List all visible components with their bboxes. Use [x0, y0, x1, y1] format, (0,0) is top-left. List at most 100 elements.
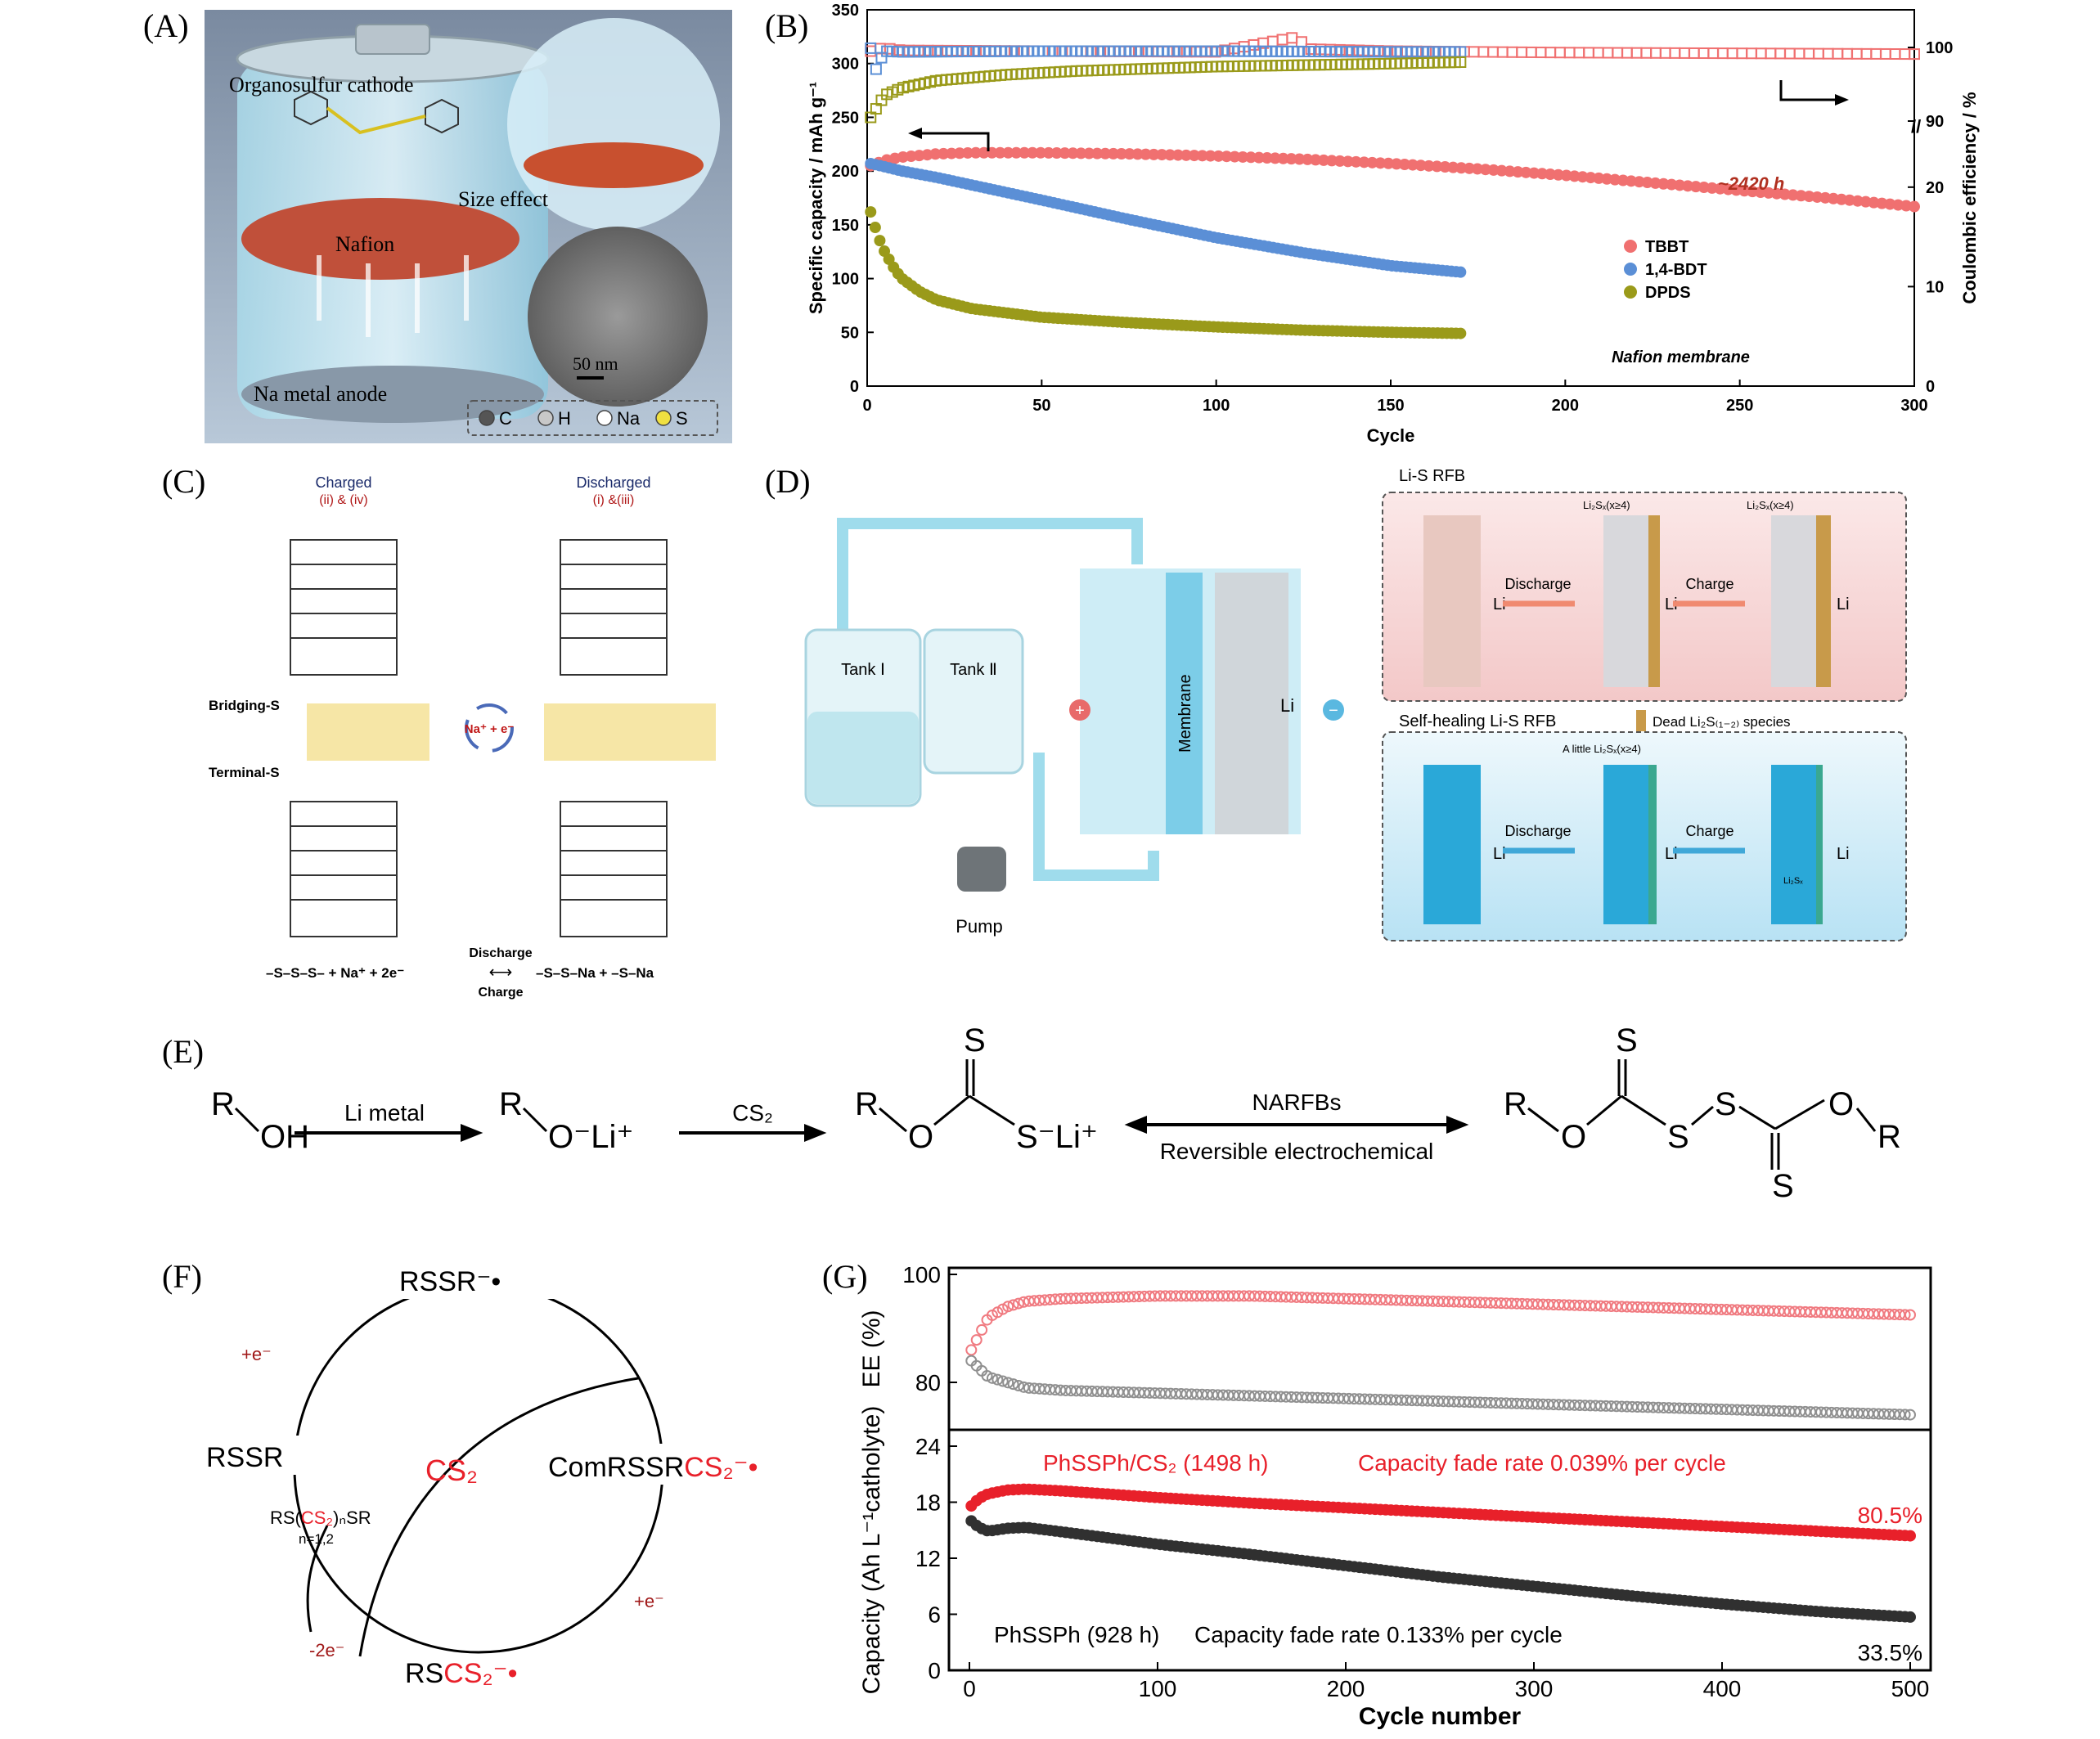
chart-g-ee-point — [1007, 1378, 1019, 1391]
e-reversible: Reversible electrochemical — [1160, 1139, 1434, 1164]
chart-g-ee-point — [965, 1344, 978, 1356]
chart-b-legend-marker — [1624, 285, 1637, 299]
chart-b-ce-point — [1545, 47, 1557, 59]
chart-b-ce-point — [1621, 47, 1633, 59]
e-arrows — [295, 1116, 1469, 1142]
chart-b-ce-point — [1688, 47, 1700, 59]
chart-b-capacity-arrow — [916, 132, 990, 151]
chart-b-point — [1464, 162, 1476, 174]
size-effect-label: Size effect — [458, 187, 549, 211]
chart-b-point — [1229, 151, 1241, 163]
chart-b-series-1 — [865, 157, 1467, 278]
atom-h-label: H — [558, 408, 571, 429]
chart-b-ce-point — [1525, 46, 1537, 58]
reaction-discharge-label: Discharge — [469, 946, 532, 960]
panel-letter-c: (C) — [162, 463, 206, 500]
chart-b-point — [1002, 146, 1014, 159]
self-healing-title: Self-healing Li-S RFB — [1399, 712, 1556, 730]
chart-b-series-4 — [865, 42, 1467, 75]
chart-b-xtick-label: 0 — [862, 397, 871, 415]
panel-letter-g: (G) — [822, 1258, 868, 1295]
chart-g-ylabel-top: EE (%) — [858, 1310, 885, 1387]
chart-b-point — [1350, 155, 1362, 168]
chart-b-point — [1302, 153, 1314, 165]
chart-b-ytick-label: 350 — [832, 2, 859, 20]
chart-g-annotation-cs2-fade: Capacity fade rate 0.039% per cycle — [1358, 1450, 1726, 1476]
f-inner-arc-2 — [306, 1525, 329, 1633]
chart-g-ytick-bottom-label: 24 — [915, 1434, 941, 1459]
chart-b-point — [1091, 147, 1104, 160]
top-discharge-label: Discharge — [1504, 576, 1571, 592]
chart-b-point — [1455, 266, 1467, 278]
bridging-s-label: Bridging-S — [209, 698, 280, 713]
chart-b-ytick-label: 250 — [832, 109, 859, 127]
chart-g-ee-point — [970, 1334, 983, 1346]
chart-b-point — [1391, 158, 1403, 170]
chart-b-xtick-label: 50 — [1032, 397, 1050, 415]
chart-g-ytick-bottom-label: 6 — [928, 1602, 941, 1628]
chart-g-xtick-label: 200 — [1327, 1676, 1365, 1701]
chart-g-ytick-bottom-label: 0 — [928, 1658, 941, 1683]
f-rscs2-radical: RSCS₂⁻• — [405, 1658, 518, 1689]
chart-b-point — [1123, 148, 1135, 160]
tank-2 — [923, 628, 1024, 775]
chart-b-point — [1431, 160, 1443, 173]
chart-b-point — [1447, 161, 1459, 173]
chart-b-point — [1293, 153, 1306, 165]
chart-g-ytick-bottom-label: 18 — [915, 1490, 941, 1516]
chart-b-point — [1148, 148, 1160, 160]
e-s-bot5: S — [1772, 1168, 1794, 1204]
chart-b-legend-marker — [1624, 240, 1637, 253]
atom-c-marker — [479, 410, 495, 426]
tank-2-label: Tank Ⅱ — [950, 661, 997, 679]
chart-b-point — [1196, 150, 1208, 162]
e-oli: O⁻Li⁺ — [548, 1119, 633, 1155]
chart-b-point — [1245, 151, 1257, 164]
chart-g-ytick-top-label: 80 — [915, 1370, 941, 1395]
chart-b-ce-point — [1909, 48, 1920, 61]
chart-b-capacity-arrowhead — [908, 128, 922, 139]
chart-b-legend-label: DPDS — [1645, 284, 1691, 302]
dead-species-label: Dead Li₂S₍₁₋₂₎ species — [1653, 714, 1791, 730]
f-plus-e-2: +e⁻ — [634, 1591, 664, 1611]
chart-b-point — [1221, 151, 1233, 163]
chart-b-legend-marker — [1624, 263, 1637, 276]
f-rssr: RSSR — [206, 1442, 283, 1473]
li-s-rfb-title: Li-S RFB — [1399, 467, 1465, 485]
chart-b-annotation-hours: ~2420 h — [1718, 173, 1784, 194]
panel-letter-f: (F) — [162, 1258, 202, 1295]
chart-b-ytick-label: 0 — [850, 378, 859, 396]
chart-g-ee-point — [976, 1323, 988, 1336]
chart-b-ce-point — [1812, 47, 1824, 60]
e-r3: R — [855, 1086, 879, 1122]
e-r5: R — [1877, 1119, 1901, 1155]
chart-b-ce-point — [1477, 46, 1490, 58]
e-sli3: S⁻Li⁺ — [1016, 1119, 1098, 1155]
chart-b-point — [1439, 161, 1451, 173]
chart-b-ce-point — [1793, 47, 1805, 60]
chart-g-ytick-top-label: 100 — [902, 1262, 941, 1287]
chart-b-legend-label: TBBT — [1645, 238, 1689, 256]
reaction-right: –S–S–Na + –S–Na — [536, 965, 654, 981]
chart-b-ytick-label: 100 — [832, 271, 859, 289]
e-narfbs: NARFBs — [1252, 1090, 1342, 1115]
chart-g-xtick-label: 0 — [963, 1676, 976, 1701]
chart-b-ce-point — [1266, 35, 1279, 47]
chart-b-point — [1019, 146, 1031, 159]
chart-b-ce-point — [1669, 47, 1681, 59]
chart-b-ce-point — [1716, 47, 1729, 60]
chart-b-ce-point — [1506, 46, 1518, 58]
chart-g-ee-point — [1904, 1409, 1916, 1421]
pump-label: Pump — [956, 916, 1002, 937]
chart-b-ce-point — [1736, 47, 1748, 60]
chart-b-ce-point — [1889, 48, 1901, 61]
chart-b-point — [954, 147, 966, 160]
chart-g-annotation-phssph-hours: PhSSPh (928 h) — [994, 1622, 1159, 1647]
positive-sign: + — [1075, 702, 1085, 720]
chart-b-point — [929, 148, 942, 160]
chart-g-annotation-phssph-fade: Capacity fade rate 0.133% per cycle — [1194, 1622, 1563, 1647]
chart-b-y2tick-label: 10 — [1926, 278, 1944, 296]
chart-g-capacity-point — [1904, 1530, 1916, 1542]
chart-b-point — [994, 146, 1006, 159]
